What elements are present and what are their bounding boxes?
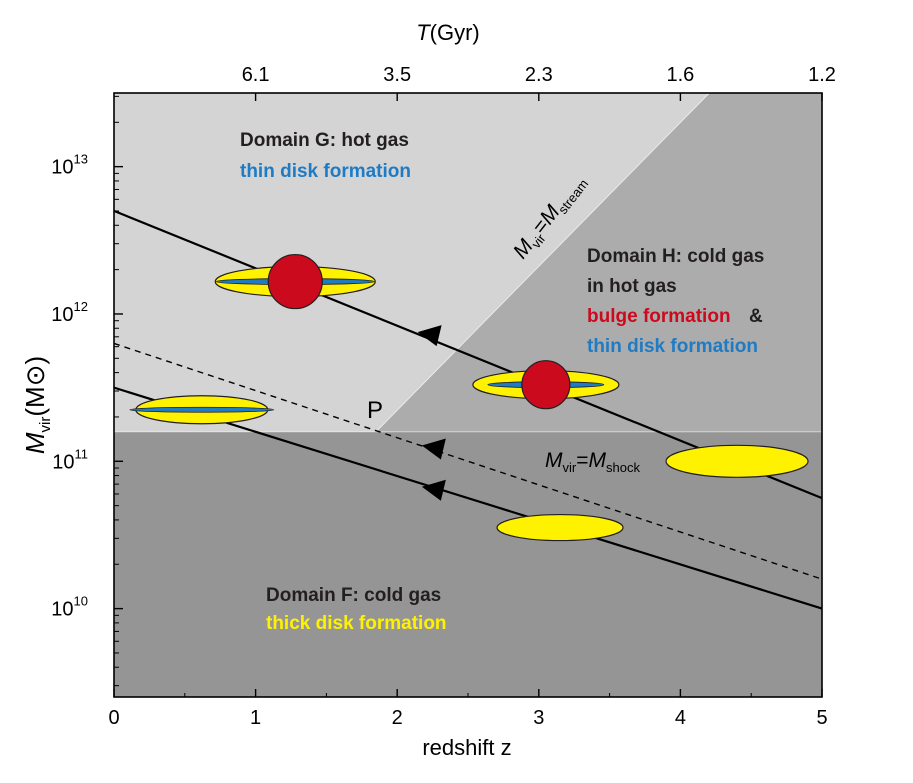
y-tick-exp: 10 xyxy=(74,594,88,609)
y-tick-label-0: 1010 xyxy=(51,594,88,621)
y-axis-title: Mvir(M⊙) xyxy=(20,356,54,454)
y-tick-base: 10 xyxy=(52,451,74,473)
y-tick-exp: 13 xyxy=(74,152,88,167)
shock-label-m2: M xyxy=(588,449,606,472)
x-tick-label-5: 5 xyxy=(816,707,827,729)
x-tick-label-1: 1 xyxy=(250,707,261,729)
x-axis-title: redshift z xyxy=(422,735,511,760)
top-tick-label-1: 3.5 xyxy=(383,64,411,86)
galaxy-thick-disk xyxy=(496,513,624,542)
top-tick-label-3: 1.6 xyxy=(666,64,694,86)
stream-line xyxy=(375,92,710,433)
shock-label-eq: = xyxy=(576,449,588,472)
shock-label-sub1: vir xyxy=(563,460,577,475)
galaxy-bulge xyxy=(267,253,323,310)
y-tick-label-2: 1012 xyxy=(51,299,88,326)
top-tick-label-2: 2.3 xyxy=(525,64,553,86)
y-tick-exp: 11 xyxy=(75,446,89,461)
y-axis-title-unit: (M⊙) xyxy=(20,356,50,417)
domain-h-region xyxy=(375,93,822,432)
domain-h-disk: thin disk formation xyxy=(587,336,758,357)
galaxy-3 xyxy=(129,395,275,425)
galaxy-shapes xyxy=(129,253,809,542)
x-tick-label-3: 3 xyxy=(533,707,544,729)
domain-h-line2: in hot gas xyxy=(587,276,677,297)
galaxy-4 xyxy=(665,444,809,478)
mass-track-2 xyxy=(113,386,823,610)
top-axis-title: T(Gyr) xyxy=(416,20,480,45)
top-axis-title-unit: (Gyr) xyxy=(430,20,480,45)
x-tick-label-4: 4 xyxy=(675,707,686,729)
shock-line-label: Mvir=Mshock xyxy=(545,449,640,475)
top-axis-title-t: T xyxy=(416,20,431,45)
y-axis-title-sub: vir xyxy=(37,417,54,433)
domain-h-bulge: bulge formation xyxy=(587,306,731,327)
y-tick-base: 10 xyxy=(51,599,73,621)
y-tick-exp: 12 xyxy=(74,299,88,314)
track-arrow-1 xyxy=(417,325,442,347)
mass-track-3 xyxy=(113,342,823,580)
top-tick-label-0: 6.1 xyxy=(242,64,270,86)
x-tick-label-2: 2 xyxy=(392,707,403,729)
y-tick-base: 10 xyxy=(51,157,73,179)
domain-g-subtitle: thin disk formation xyxy=(240,161,411,182)
domain-f-title: Domain F: cold gas xyxy=(266,585,441,606)
domain-h-amp: & xyxy=(749,306,763,327)
galaxy-bulge xyxy=(521,360,571,410)
point-p-label: P xyxy=(367,397,383,424)
shock-label-sub2: shock xyxy=(606,460,640,475)
galaxy-2 xyxy=(472,360,620,410)
domain-h-title: Domain H: cold gas xyxy=(587,246,764,267)
domain-f-subtitle: thick disk formation xyxy=(266,613,447,634)
y-tick-label-3: 1013 xyxy=(51,152,88,179)
galaxy-1 xyxy=(214,253,376,310)
track-arrow-2 xyxy=(421,438,446,460)
y-axis-title-m: M xyxy=(20,432,50,454)
track-arrow-3 xyxy=(421,479,446,501)
galaxy-thick-disk xyxy=(665,444,809,478)
shock-label-m: M xyxy=(545,449,563,472)
galaxy-5 xyxy=(496,513,624,542)
y-tick-label-1: 1011 xyxy=(52,446,88,473)
domain-g-title: Domain G: hot gas xyxy=(240,130,409,151)
x-tick-label-0: 0 xyxy=(108,707,119,729)
top-tick-label-4: 1.2 xyxy=(808,64,836,86)
y-tick-base: 10 xyxy=(51,304,73,326)
domain-regions xyxy=(114,93,822,697)
galaxy-thin-disk xyxy=(129,406,275,413)
